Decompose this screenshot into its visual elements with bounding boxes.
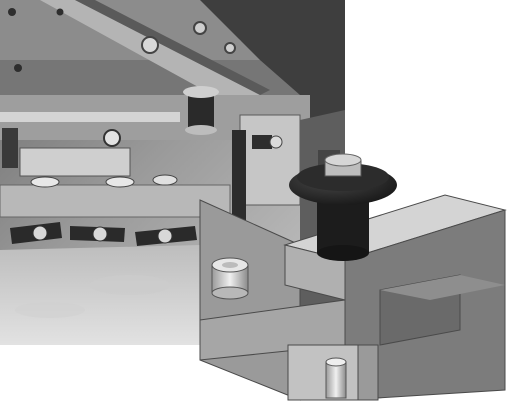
lever-knob-icon — [157, 228, 173, 244]
diagonal-arm — [40, 0, 260, 110]
platform-hole — [152, 174, 178, 186]
lever-knob-icon — [92, 226, 108, 242]
platform-hole — [105, 176, 135, 188]
pin-top — [325, 357, 347, 367]
rail — [0, 112, 180, 122]
knob-icon — [289, 153, 397, 261]
machine-fixture-photo — [0, 0, 345, 345]
knob-head-top — [297, 163, 389, 191]
bolt-head-icon — [8, 8, 16, 16]
clamp-screw-icon — [103, 129, 121, 147]
worktable — [0, 245, 200, 345]
clamp-levers — [10, 222, 197, 246]
left-clamp-bar — [19, 147, 131, 177]
washer-icon — [224, 42, 236, 54]
washer-icon — [141, 36, 159, 54]
vertical-rod — [232, 130, 246, 220]
clamp-block-render — [199, 153, 507, 401]
bushing-hole — [222, 262, 238, 268]
bolt-head-icon — [14, 64, 22, 72]
lever-knob-icon — [32, 225, 48, 241]
platform-hole — [30, 176, 60, 188]
locating-pin — [325, 361, 347, 399]
washer-icon — [193, 21, 207, 35]
left-post — [2, 128, 18, 168]
block-slot — [252, 135, 272, 149]
lower-platform — [0, 184, 231, 218]
bottom-jaw-side — [357, 344, 379, 401]
spool-top — [183, 86, 219, 98]
block-bolt-icon — [269, 135, 283, 149]
bolt-head-icon — [56, 8, 64, 16]
knob-cap-top — [324, 153, 362, 167]
right-block — [239, 114, 301, 206]
knob-stem-base — [317, 245, 369, 261]
table-reflection — [15, 302, 85, 318]
spool-bottom — [185, 125, 217, 135]
bushing-bottom — [211, 286, 249, 300]
bottom-jaw — [287, 344, 359, 401]
spool-body — [188, 92, 214, 130]
side-recess-top — [380, 275, 505, 300]
table-reflection — [90, 275, 170, 295]
diagonal-arm-edge — [75, 0, 270, 95]
